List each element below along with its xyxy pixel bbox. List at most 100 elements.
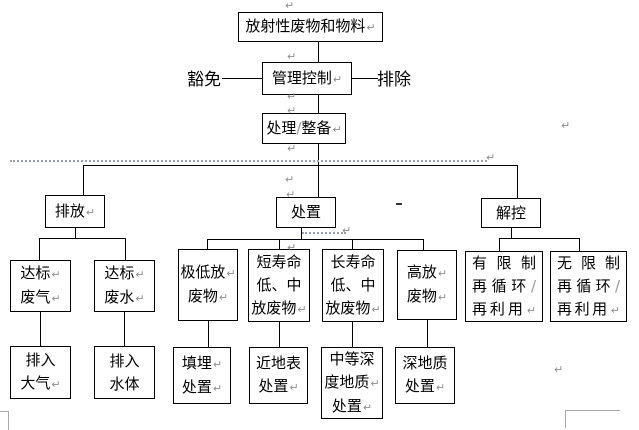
node-text-line: 极低放↵ [180,261,235,285]
label-exclusion: 排除 [377,70,411,90]
connector-line [352,239,353,249]
node-label: 极低放 [180,263,226,281]
connector-line [517,165,518,198]
connector-line [318,95,319,113]
node-discharge-to-atmosphere: 排入大气↵ [10,346,71,399]
connector-line [222,78,262,79]
node-label: 再利用 [472,299,526,318]
node-text-line: 再循环/ [466,275,542,298]
node-intermediate-depth-geological-disposal: 中等深度地质↵处置↵ [321,347,383,419]
paragraph-mark-icon: ↵ [212,357,223,371]
connector-line [207,239,208,250]
node-high-level-waste: 高放↵ 废物↵ [397,250,457,320]
node-label: 放废物 [251,298,297,317]
node-text-line: 排放↵ [55,200,95,224]
connector-line [83,165,517,166]
node-label: 排放 [54,201,85,220]
connector-line [207,239,423,240]
node-label: 排入 [109,351,140,370]
node-label: 短寿命 [256,252,302,271]
paragraph-mark-icon: ↵ [51,292,61,305]
node-landfill-disposal: 填埋↵处置↵ [173,347,231,404]
node-short-lived-low-intermediate-waste: 短寿命低、中放废物↵ [248,249,310,322]
node-label: 处置 [181,377,212,396]
node-text-line: 短寿命 [256,251,301,274]
node-text-line: 处置↵ [332,395,372,419]
node-label: 处置 [331,396,362,415]
node-management-control: 管理控制↵ [262,62,352,95]
node-text-line: 低、中 [256,274,301,297]
paragraph-mark-icon: ↵ [362,400,373,414]
paragraph-mark-icon: ↵ [218,291,229,304]
paragraph-mark-icon: ↵ [135,292,145,305]
connector-line [40,312,41,346]
node-text-line: 中等深 [329,348,374,371]
separator-slash: / [296,118,302,137]
node-label: 再利用 [557,299,610,318]
paragraph-mark-icon: ↵ [285,0,295,12]
node-restricted-recycle-reuse: 有限制再循环/再利用↵ [465,251,543,322]
node-text-line: 处置↵ [258,375,298,399]
node-label: 近地表 [255,354,301,372]
node-label: 解控 [495,203,526,222]
connector-line [279,239,280,249]
node-label: 废物 [187,287,218,305]
dotted-boundary-line [302,232,346,234]
paragraph-mark-icon: ↵ [435,381,446,394]
node-text-line: 高放↵ [407,261,447,285]
node-text-line: 管理控制↵ [272,67,342,91]
paragraph-mark-icon: ↵ [554,363,564,376]
node-label: 废物 [406,287,437,305]
separator-slash: / [614,276,620,295]
separator-slash: / [530,276,536,295]
node-label: 无限制 [557,253,620,272]
connector-line [499,238,579,239]
paragraph-mark-icon: ↵ [526,303,536,317]
paragraph-mark-icon: ↵ [51,268,61,281]
node-label: 废气 [20,288,51,306]
node-text-line: 处理/整备↵ [266,117,341,141]
connector-line [125,238,126,260]
node-text-line: 处置↵ [405,375,445,399]
connector-line [301,228,302,239]
node-clearance: 解控 [481,198,541,228]
node-label: 排入 [25,351,56,369]
node-label: 高放 [406,263,437,281]
node-label: 低、中 [330,275,376,294]
paragraph-mark-icon: ↵ [437,267,448,280]
node-text-line: 深地质 [402,352,447,375]
node-text-line: 放废物↵ [251,297,306,321]
node-text-line: 达标↵ [104,262,144,286]
node-text-line: 处置 [291,201,321,224]
node-unrestricted-recycle-reuse: 无限制再循环/再利用↵ [550,251,627,322]
connector-line [318,42,319,62]
paragraph-mark-icon: ↵ [287,104,297,117]
connector-line [83,165,84,195]
node-text-line: 处置↵ [182,376,222,400]
paragraph-mark-icon: ↵ [286,188,296,201]
node-text-line: 度地质↵ [324,371,379,395]
node-text-line: 废气↵ [20,286,60,310]
paragraph-mark-icon: ↵ [85,205,96,219]
node-label: 中等深 [329,349,375,368]
node-label: 管理控制 [271,68,332,87]
dotted-boundary-line [10,160,487,162]
node-text-line: 低、中 [330,274,375,297]
node-text-line: 排入 [25,349,55,372]
connector-line [511,228,512,238]
node-label: 处理 [266,118,297,137]
connector-line [124,312,125,346]
node-text-line: 填埋↵ [182,352,222,376]
node-label: 整备 [301,118,332,137]
node-text-line: 排入 [109,350,139,373]
text-boundary-corner [565,410,620,411]
paragraph-mark-icon: ↵ [289,381,299,394]
connector-line [75,228,76,238]
connector-line [427,320,428,347]
paragraph-mark-icon: ↵ [226,267,236,280]
node-near-surface-disposal: 近地表处置↵ [249,347,308,404]
paragraph-mark-icon: ↵ [342,224,352,237]
node-text-line: 再利用↵ [466,298,542,322]
node-label: 达标 [20,264,51,282]
text-boundary-corner [565,410,566,428]
